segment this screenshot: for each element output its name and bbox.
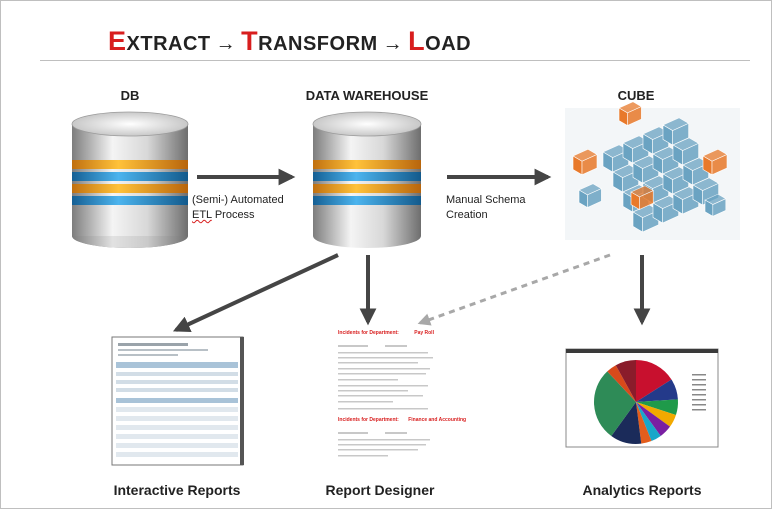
node-label-db: DB — [120, 88, 140, 103]
caption-interactive-reports: Interactive Reports — [113, 482, 241, 498]
analytics-chart-thumbnail — [565, 348, 719, 448]
designer-heading-2-text: Incidents for Department: — [338, 417, 399, 423]
schema-line-1: Manual Schema — [446, 194, 526, 206]
title-arrow-2: → — [382, 33, 404, 55]
title-initial-load: L — [408, 26, 426, 56]
pie-slice — [611, 402, 642, 444]
olap-cube-icon — [565, 101, 740, 240]
pie-slice — [607, 365, 636, 402]
designer-heading-1-text: Incidents for Department: — [338, 330, 399, 336]
designer-dept-2: Finance and Accounting — [408, 417, 467, 423]
cube-block — [581, 154, 598, 176]
warehouse-cylinder-icon — [312, 111, 422, 248]
edge-label-schema: Manual Schema Creation — [446, 193, 526, 223]
edge-label-etl: (Semi-) Automated ETL Process — [192, 193, 284, 223]
db-cylinder-icon — [71, 111, 189, 248]
caption-analytics-reports: Analytics Reports — [582, 482, 702, 498]
etl-process: Process — [211, 209, 255, 221]
caption-report-designer: Report Designer — [325, 482, 435, 498]
pie-slice — [636, 360, 672, 402]
designer-heading-2: Incidents for Department: Finance and Ac… — [338, 417, 466, 423]
pie-slice — [636, 402, 661, 442]
pie-slice — [636, 402, 652, 444]
pie-chart — [594, 360, 678, 444]
title-initial-transform: T — [241, 26, 259, 56]
title-word-transform: RANSFORM — [258, 33, 378, 55]
cube-block — [587, 188, 602, 208]
cube-block — [639, 190, 654, 210]
page-title: EXTRACT→TRANSFORM→LOAD — [108, 26, 471, 57]
node-label-cube: CUBE — [617, 88, 655, 103]
pie-slice — [636, 379, 678, 402]
designer-heading-1: Incidents for Department: Pay Roll — [338, 330, 434, 336]
etl-automated: Automated — [228, 194, 284, 206]
title-word-extract: XTRACT — [126, 33, 211, 55]
schema-line-2: Creation — [446, 209, 488, 221]
interactive-report-thumbnail — [111, 336, 244, 466]
pie-slice — [636, 399, 678, 415]
cube-block — [711, 154, 728, 176]
title-arrow-1: → — [215, 33, 237, 55]
etl-semi: (Semi-) — [192, 194, 229, 206]
title-word-load: OAD — [425, 33, 472, 55]
pie-slice — [594, 371, 636, 436]
pie-slice — [636, 402, 676, 427]
title-divider — [40, 60, 750, 61]
report-designer-document — [330, 330, 442, 464]
pie-slice — [636, 402, 670, 436]
arrow-to-interactive — [172, 253, 339, 332]
title-initial-extract: E — [108, 26, 127, 56]
node-label-warehouse: DATA WAREHOUSE — [305, 88, 429, 103]
etl-abbrev: ETL — [192, 209, 212, 221]
pie-slice — [615, 360, 636, 402]
cube-block — [712, 198, 727, 217]
arrow-cube-to-designer — [417, 253, 611, 326]
designer-dept-1: Pay Roll — [414, 330, 434, 336]
cube-block — [627, 106, 642, 126]
